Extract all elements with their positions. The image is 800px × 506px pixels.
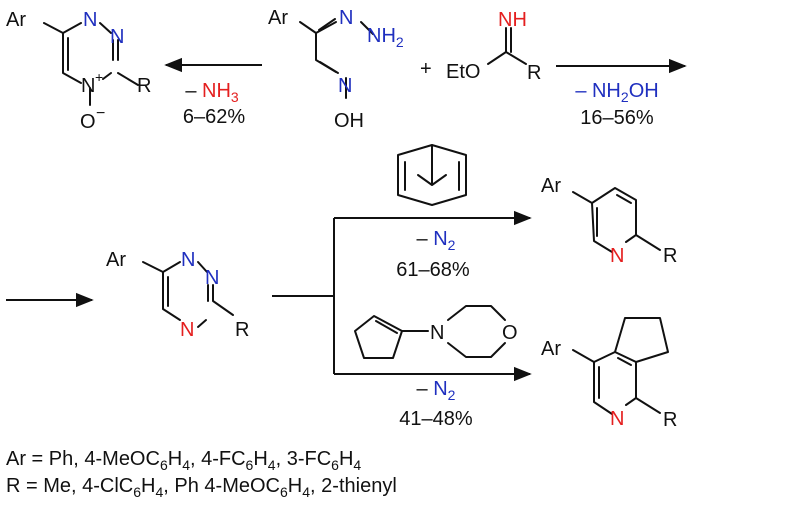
enamine-structure: N O <box>354 305 518 359</box>
hydrazone-bonds <box>299 21 374 99</box>
hydrazone-oxime-structure: Ar N NH2 N OH <box>268 7 404 132</box>
triazine-n1-label: N <box>181 249 195 271</box>
triazine-r-label: R <box>235 319 249 341</box>
fused-r-label: R <box>663 409 677 431</box>
pyridine-n-label: N <box>610 245 624 267</box>
morpholine-o-label: O <box>502 322 518 344</box>
r-substituents-legend: R = Me, 4-ClC6H4, Ph 4-MeOC6H4, 2-thieny… <box>6 475 397 500</box>
triazine-yield: 16–56% <box>580 107 654 129</box>
imidate-eto-label: EtO <box>446 61 480 83</box>
hydrazone-n-label: N <box>339 7 353 29</box>
fused-n-label: N <box>610 408 624 430</box>
pyridine-ar-label: Ar <box>541 175 561 197</box>
triazine-ring-double-bonds <box>167 276 209 307</box>
pyridine-ring-double-bonds <box>596 194 632 237</box>
morpholine-n-label: N <box>430 322 444 344</box>
oxime-oh-label: OH <box>334 110 364 132</box>
oxide-minus-charge: − <box>96 105 105 122</box>
pyridine-ring-bonds <box>572 187 661 253</box>
oxide-ring-bonds <box>43 22 139 106</box>
ar-substituents-legend: Ar = Ph, 4-MeOC6H4, 4-FC6H4, 3-FC6H4 <box>6 448 362 473</box>
oxide-ring-double-bonds <box>67 37 114 71</box>
pyridine-product-structure: Ar N R <box>541 175 677 267</box>
triazine-n2-label: N <box>205 267 219 289</box>
reagent-plus-sign: + <box>420 58 432 80</box>
cyclopentene-ring <box>354 315 403 359</box>
morpholine-ring <box>447 305 506 358</box>
imidate-r-label: R <box>527 62 541 84</box>
fused-pyridine-double-bonds <box>598 357 632 399</box>
fused-pyridine-product-structure: Ar N R <box>541 317 677 431</box>
oxide-n4-label: N <box>81 75 95 97</box>
hydrazone-double-bonds <box>318 18 339 74</box>
triazine-n4-label: N <box>180 319 194 341</box>
fused-pyridine-ring-bonds <box>572 317 669 415</box>
imidate-bonds <box>487 27 527 65</box>
norbornadiene-structure <box>397 144 467 206</box>
oxide-o-label: O <box>80 111 96 133</box>
oxide-n2-label: N <box>110 26 124 48</box>
hydrazone-nh2-label: NH2 <box>367 25 404 50</box>
fused-ar-label: Ar <box>541 338 561 360</box>
oxide-conditions: – NH3 <box>185 80 239 105</box>
branch-connector <box>272 218 335 374</box>
pyridine-yield: 61–68% <box>396 259 470 281</box>
hydrazone-ar-label: Ar <box>268 7 288 29</box>
oxide-ar-label: Ar <box>6 9 26 31</box>
pyridine-r-label: R <box>663 245 677 267</box>
triazine-ar-label: Ar <box>106 249 126 271</box>
imidate-structure: NH EtO R <box>446 9 541 84</box>
triazine-structure: Ar N N N R <box>106 249 249 341</box>
oxide-r-label: R <box>137 75 151 97</box>
triazine-oxide-structure: Ar N N N + R O − <box>6 9 151 133</box>
oxide-n1-label: N <box>83 9 97 31</box>
norbornadiene-bonds <box>397 144 467 206</box>
fused-pyridine-conditions: – N2 <box>417 378 456 403</box>
oxime-n-label: N <box>338 75 352 97</box>
triazine-conditions: – NH2OH <box>575 80 658 105</box>
fused-pyridine-yield: 41–48% <box>399 408 473 430</box>
oxide-plus-charge: + <box>95 69 103 85</box>
oxide-yield: 6–62% <box>183 106 245 128</box>
pyridine-conditions: – N2 <box>417 228 456 253</box>
triazine-ring-bonds <box>142 261 234 328</box>
imidate-nh-label: NH <box>498 9 527 31</box>
